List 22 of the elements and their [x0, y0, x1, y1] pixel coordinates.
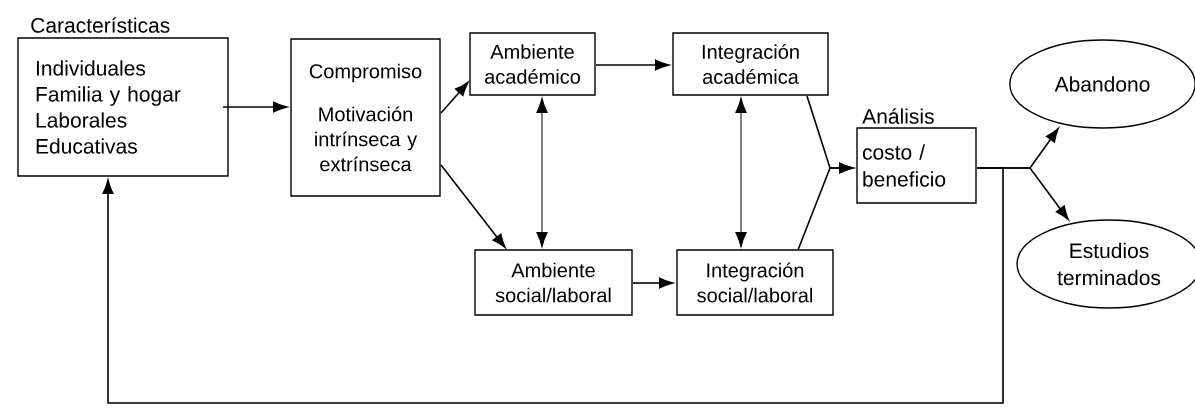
process-box: Integración social/laboral — [676, 249, 834, 316]
node-label: Laborales — [36, 112, 127, 128]
arrow — [735, 97, 747, 248]
arrow — [595, 59, 670, 71]
process-box: Integración académica — [672, 32, 829, 96]
node-label: Educativas — [36, 138, 137, 154]
box-heading: Características — [31, 17, 170, 33]
arrow — [536, 97, 548, 248]
arrow — [632, 277, 674, 289]
process-box: Compromiso Motivación intrínseca y extrínseca — [290, 38, 441, 197]
arrow — [440, 164, 506, 249]
box-heading: Análisis — [862, 108, 934, 124]
process-box: costo / beneficio — [856, 127, 977, 204]
node-label: Individuales — [36, 60, 146, 76]
arrow — [797, 162, 854, 251]
arrow — [440, 81, 469, 114]
process-box: Ambiente social/laboral — [474, 249, 633, 316]
arrow — [222, 101, 288, 113]
process-box: Ambiente académico — [469, 32, 596, 96]
arrow — [102, 167, 1004, 404]
node-label: Familia y hogar — [36, 86, 181, 106]
process-box: Individuales Familia y hogar Laborales Educativas — [17, 37, 229, 177]
